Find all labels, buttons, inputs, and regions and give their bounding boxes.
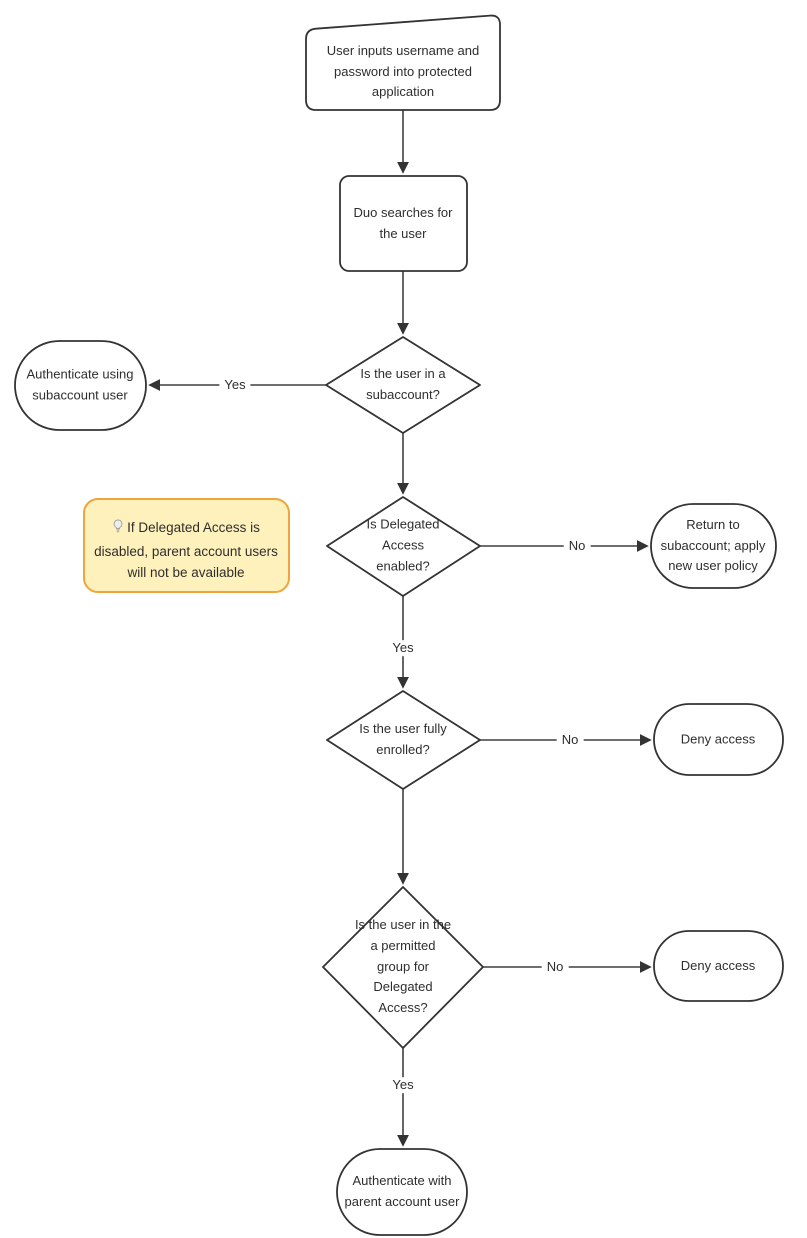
node-fully-enrolled-label: Is the user fully enrolled? <box>359 721 447 757</box>
edge-label-group-no: No <box>541 959 569 975</box>
node-user-input-shape <box>305 14 501 111</box>
note: If Delegated Access is disabled, parent … <box>88 503 284 589</box>
node-auth-subaccount-shape <box>14 340 147 431</box>
edge-label-enrolled-no: No <box>556 732 584 748</box>
node-permitted-group-label: Is the user in the a permitted group for… <box>354 917 452 1016</box>
edge-label-delegated-yes: Yes <box>387 640 419 656</box>
node-delegated-enabled-label: Is Delegated Access enabled? <box>366 516 440 574</box>
node-auth-subaccount-label: Authenticate using subaccount user <box>26 366 134 402</box>
node-in-subaccount-shape <box>325 336 481 434</box>
note-shape <box>83 498 290 593</box>
node-permitted-group-shape <box>322 886 484 1049</box>
node-return-subaccount-label: Return to subaccount; apply new user pol… <box>660 516 766 574</box>
node-delegated-enabled-shape <box>326 496 481 597</box>
node-return-subaccount-shape <box>650 503 777 589</box>
node-duo-search-label: Duo searches for the user <box>353 205 453 241</box>
note-text: If Delegated Access is disabled, parent … <box>94 520 278 581</box>
node-deny-access-1-label: Deny access <box>680 731 756 747</box>
node-auth-parent-shape <box>336 1148 468 1236</box>
edge-label-delegated-no: No <box>563 538 591 554</box>
node-fully-enrolled-shape <box>326 690 481 790</box>
node-user-input-label: User inputs username and password into p… <box>326 42 480 100</box>
node-in-subaccount-label: Is the user in a subaccount? <box>360 366 446 402</box>
edge-label-group-yes: Yes <box>387 1077 419 1093</box>
node-auth-parent-label: Authenticate with parent account user <box>344 1173 460 1209</box>
node-deny-access-2-label: Deny access <box>680 957 756 973</box>
edge-label-subaccount-yes: Yes <box>219 377 251 393</box>
node-deny-access-1-shape <box>653 703 784 776</box>
node-deny-access-2-shape <box>653 930 784 1002</box>
nodes-group <box>14 14 784 1236</box>
node-duo-search-shape <box>339 175 468 272</box>
lightbulb-icon <box>112 519 124 541</box>
